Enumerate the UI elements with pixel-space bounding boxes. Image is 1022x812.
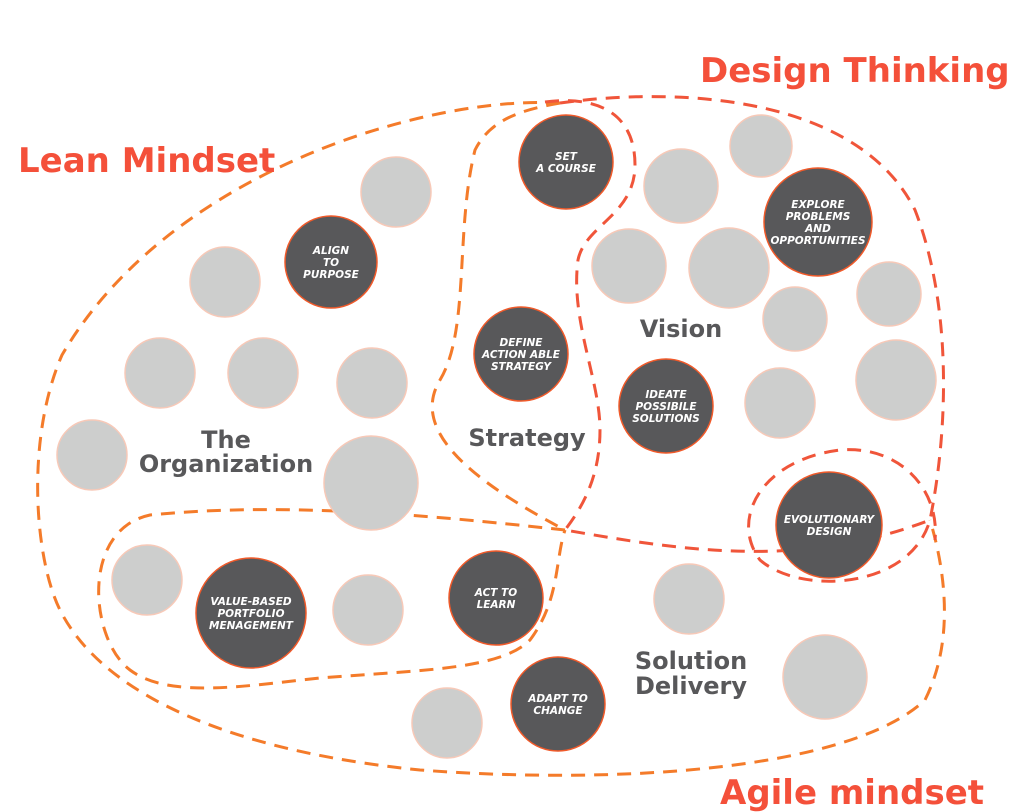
placeholder-circle [591, 228, 667, 304]
practice-circle [510, 656, 606, 752]
placeholder-circle [411, 687, 483, 759]
practice-label-line: POSSIBILE [635, 401, 697, 413]
practice-label-line: ADAPT TO [527, 693, 588, 705]
practice-circle [518, 114, 614, 210]
practice-label-line: LEARN [477, 599, 516, 611]
placeholder-circle [56, 419, 128, 491]
placeholder-circle [323, 435, 419, 531]
practice-label-line: OPPORTUNITIES [770, 235, 865, 247]
placeholder-circle [729, 114, 793, 178]
practice-circle [618, 358, 714, 454]
practice-label-line: TO [323, 257, 339, 269]
practice-label-line: DESIGN [807, 526, 852, 538]
placeholder-circle [336, 347, 408, 419]
organization-lower-boundary [97, 508, 567, 690]
practice-circle [775, 471, 883, 579]
placeholder-circle [688, 227, 770, 309]
practice-label-line: SOLUTIONS [632, 413, 699, 425]
placeholder-circle [782, 634, 868, 720]
practice-label-line: ACTION ABLE [481, 349, 561, 361]
vision-label: Vision [640, 315, 722, 343]
practice-circle [473, 306, 569, 402]
organization-label-line2: Organization [139, 450, 313, 478]
practice-label-line: CHANGE [533, 705, 583, 717]
placeholder-circle [360, 156, 432, 228]
practice-label-line: EVOLUTIONARY [784, 514, 876, 526]
placeholder-circles [56, 114, 937, 759]
practice-label-line: AND [804, 223, 831, 235]
strategy-label: Strategy [468, 424, 586, 452]
practice-label-line: SET [555, 151, 578, 163]
set-course-boundary [544, 99, 931, 553]
practice-label-line: PURPOSE [303, 269, 359, 281]
placeholder-circle [189, 246, 261, 318]
organization-label-line1: The [201, 426, 251, 454]
practice-circle [763, 167, 873, 277]
practice-label-line: MENAGEMENT [209, 620, 294, 632]
lean-mindset-boundary [36, 100, 946, 777]
practice-label-line: STRATEGY [491, 361, 552, 373]
delivery-label-line1: Solution [635, 647, 747, 675]
placeholder-circle [653, 563, 725, 635]
practice-label-line: VALUE-BASED [210, 596, 292, 608]
placeholder-circle [227, 337, 299, 409]
design-thinking-boundary [559, 95, 945, 583]
placeholder-circle [124, 337, 196, 409]
practice-label-line: A COURSE [535, 163, 597, 175]
placeholder-circle [643, 148, 719, 224]
placeholder-circle [332, 574, 404, 646]
lean-mindset-title: Lean Mindset [18, 141, 275, 181]
placeholder-circle [762, 286, 828, 352]
practice-circle [195, 557, 307, 669]
strategy-boundary [430, 101, 566, 532]
practice-circle [448, 550, 544, 646]
agile-mindset-title: Agile mindset [720, 773, 984, 812]
placeholder-circle [744, 367, 816, 439]
placeholder-circle [855, 339, 937, 421]
practice-label-line: DEFINE [500, 337, 544, 349]
placeholder-circle [111, 544, 183, 616]
practice-label-line: EXPLORE [791, 199, 845, 211]
practice-circle [284, 215, 378, 309]
practice-label-line: ACT TO [474, 587, 517, 599]
practice-label-line: PORTFOLIO [217, 608, 284, 620]
practice-label-line: PROBLEMS [786, 211, 851, 223]
delivery-label-line2: Delivery [635, 672, 747, 700]
design-thinking-title: Design Thinking [700, 51, 1010, 91]
practice-label-line: ALIGN [312, 245, 349, 257]
placeholder-circle [856, 261, 922, 327]
practice-label-line: IDEATE [645, 389, 687, 401]
